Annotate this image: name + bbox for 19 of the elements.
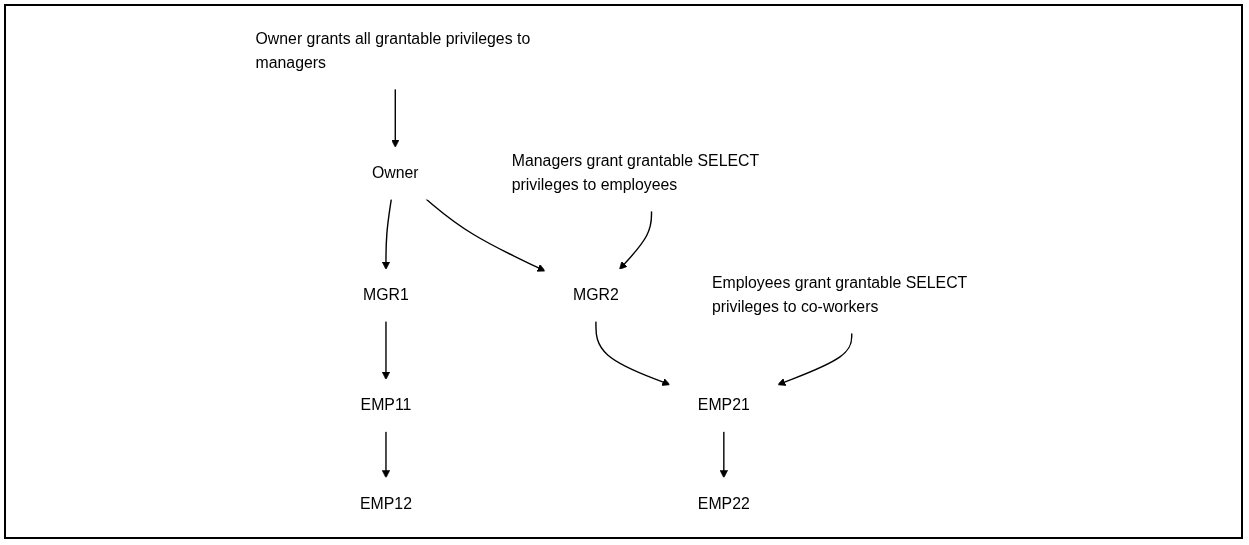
arrow: [391, 88, 400, 148]
node-text: EMP21: [697, 396, 750, 415]
node-text: Owner: [371, 164, 419, 182]
node-text: EMP12: [360, 494, 412, 513]
arrow: [381, 320, 391, 380]
node-text: Managers grant grantable SELECT privileges to employees: [511, 152, 759, 194]
node-text: Owner grants all grantable privileges to managers: [255, 30, 531, 72]
arrow: [381, 198, 393, 270]
arrow: [425, 198, 546, 272]
arrow: [619, 210, 653, 270]
node-text: MGR2: [573, 286, 619, 304]
node-text: EMP22: [697, 494, 750, 513]
node-text: Employees grant grantable SELECT privileges to co-workers: [711, 274, 967, 316]
arrow: [777, 332, 853, 386]
node-text: EMP11: [360, 396, 412, 415]
arrow: [381, 430, 391, 479]
arrow: [719, 430, 728, 479]
arrow: [595, 320, 671, 386]
node-text: MGR1: [363, 286, 409, 304]
